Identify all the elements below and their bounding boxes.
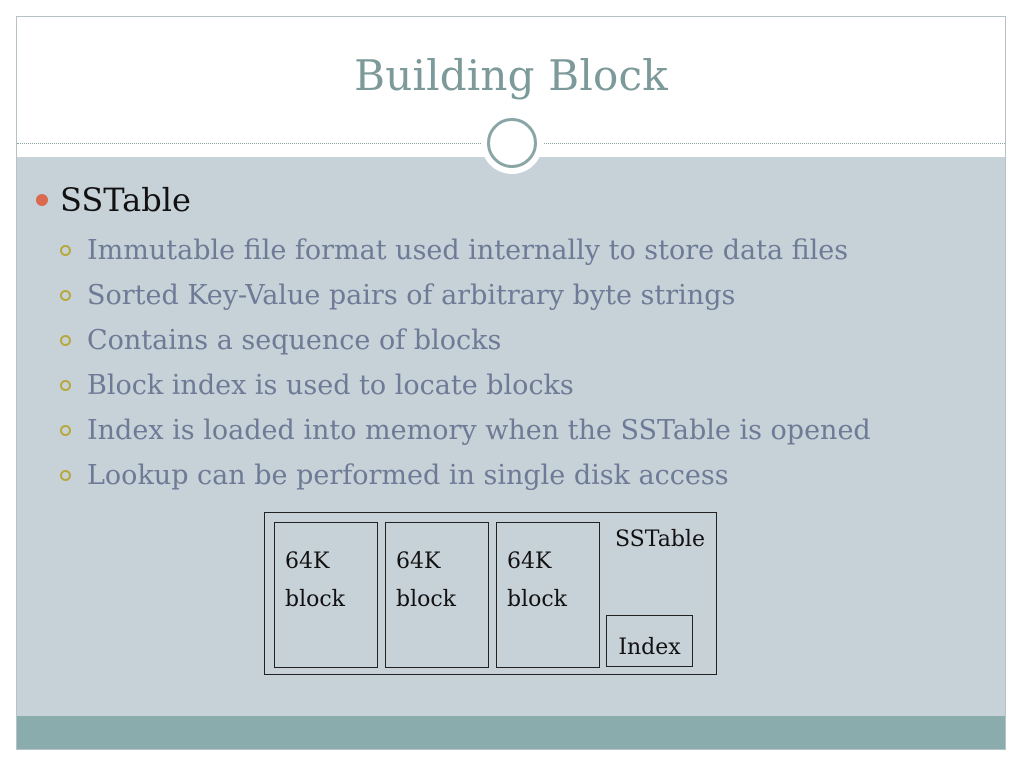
ring-bullet-icon	[60, 380, 71, 391]
block-box: 64K block	[385, 522, 489, 668]
footer-bar	[17, 716, 1005, 749]
ring-bullet-icon	[60, 245, 71, 256]
main-bullet-text: SSTable	[60, 181, 191, 219]
block-label: block	[285, 587, 346, 612]
circle-emblem-icon	[481, 112, 543, 174]
sub-bullet-text: Lookup can be performed in single disk a…	[87, 460, 729, 491]
sub-bullet-text: Immutable file format used internally to…	[87, 235, 849, 266]
sub-bullet-list: Immutable file format used internally to…	[60, 228, 871, 498]
ring-bullet-icon	[60, 470, 71, 481]
sub-bullet-text: Sorted Key-Value pairs of arbitrary byte…	[87, 280, 736, 311]
content-area	[17, 157, 1005, 716]
block-label: block	[507, 587, 568, 612]
slide-title: Building Block	[354, 51, 668, 100]
slide-frame: Building Block	[16, 16, 1006, 750]
block-size: 64K	[285, 549, 330, 574]
ring-bullet-icon	[60, 335, 71, 346]
sub-bullet-text: Index is loaded into memory when the SST…	[87, 415, 871, 446]
list-item: Sorted Key-Value pairs of arbitrary byte…	[60, 273, 871, 318]
circle-ring-icon	[487, 118, 537, 168]
sub-bullet-text: Block index is used to locate blocks	[87, 370, 574, 401]
block-box: 64K block	[274, 522, 378, 668]
block-box: 64K block	[496, 522, 600, 668]
block-size: 64K	[507, 549, 552, 574]
list-item: Contains a sequence of blocks	[60, 318, 871, 363]
list-item: Lookup can be performed in single disk a…	[60, 453, 871, 498]
block-label: block	[396, 587, 457, 612]
ring-bullet-icon	[60, 290, 71, 301]
list-item: Block index is used to locate blocks	[60, 363, 871, 408]
block-size: 64K	[396, 549, 441, 574]
list-item: Immutable file format used internally to…	[60, 228, 871, 273]
bullet-dot-icon	[36, 194, 48, 206]
list-item: Index is loaded into memory when the SST…	[60, 408, 871, 453]
ring-bullet-icon	[60, 425, 71, 436]
sub-bullet-text: Contains a sequence of blocks	[87, 325, 502, 356]
main-bullet: SSTable	[36, 180, 191, 220]
sstable-label: SSTable	[615, 527, 705, 552]
sstable-diagram: 64K block 64K block 64K block SSTable In…	[264, 512, 717, 675]
index-box: Index	[606, 615, 693, 667]
